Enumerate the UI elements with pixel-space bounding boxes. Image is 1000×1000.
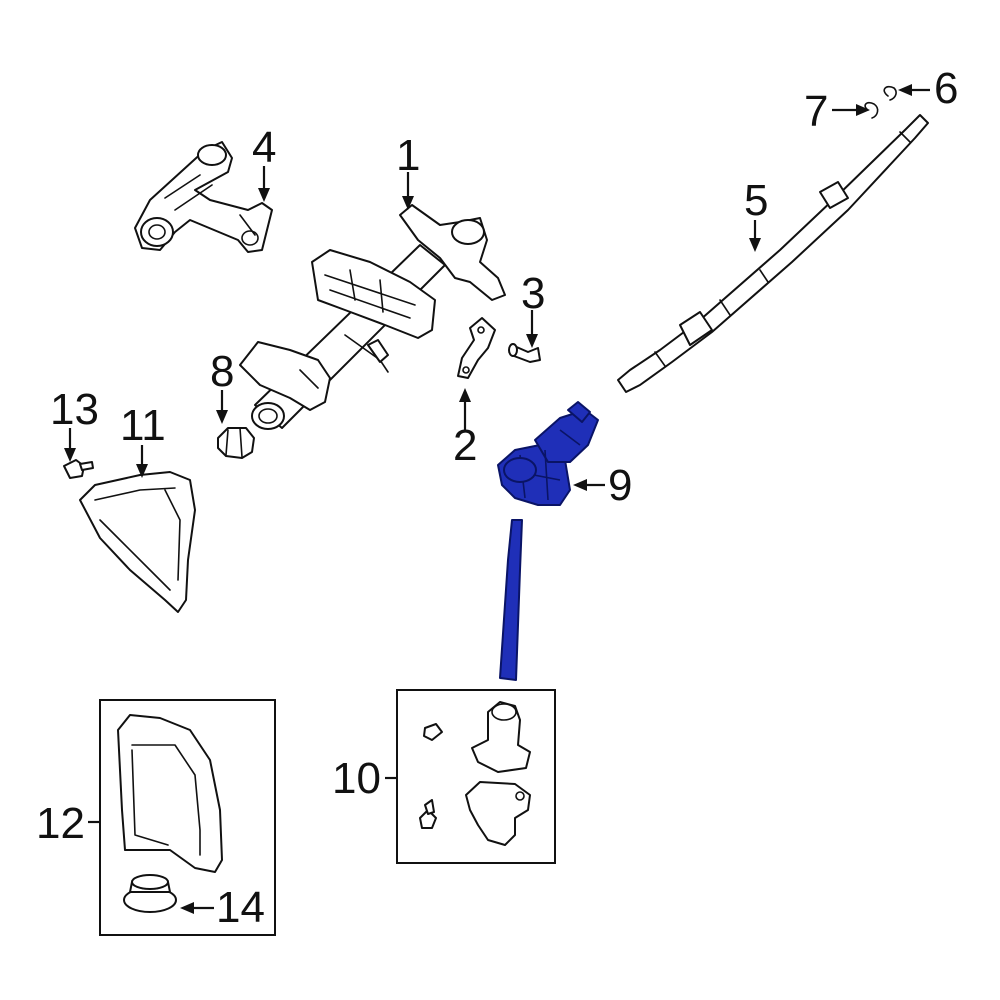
- part-1-steering-column[interactable]: [239, 204, 506, 430]
- callout-1: 1: [396, 131, 420, 180]
- callout-labels: 1 2 3 4 5 6 7 8 9 10 11 12 13 14: [36, 64, 958, 932]
- part-5-shaft[interactable]: [617, 114, 929, 393]
- part-2-bracket[interactable]: [457, 317, 496, 379]
- callout-5: 5: [744, 176, 768, 225]
- part-9-universal-joint[interactable]: [497, 401, 599, 681]
- callout-7: 7: [804, 87, 828, 136]
- callout-14: 14: [216, 883, 265, 932]
- part-7-clip[interactable]: [864, 101, 879, 119]
- callout-8: 8: [210, 347, 234, 396]
- callout-13: 13: [50, 385, 99, 434]
- part-10-box: [396, 689, 556, 864]
- part-13-screw[interactable]: [63, 459, 94, 479]
- part-8-nut[interactable]: [217, 427, 255, 459]
- part-3-bolt[interactable]: [508, 343, 541, 363]
- callout-10: 10: [332, 754, 381, 803]
- part-4-bracket[interactable]: [134, 141, 273, 253]
- callout-12: 12: [36, 799, 85, 848]
- part-12-box: [99, 699, 276, 936]
- part-6-clip[interactable]: [883, 85, 897, 101]
- callout-leaders: [64, 84, 930, 914]
- part-11-cover[interactable]: [79, 471, 196, 613]
- part-10-components[interactable]: [419, 701, 531, 846]
- callout-4: 4: [252, 123, 276, 172]
- callout-11: 11: [120, 401, 166, 450]
- part-12-cover[interactable]: [117, 714, 223, 873]
- callout-2: 2: [453, 421, 477, 470]
- callout-3: 3: [521, 269, 545, 318]
- callout-6: 6: [934, 64, 958, 113]
- part-14-grommet[interactable]: [123, 874, 177, 913]
- callout-9: 9: [608, 461, 632, 510]
